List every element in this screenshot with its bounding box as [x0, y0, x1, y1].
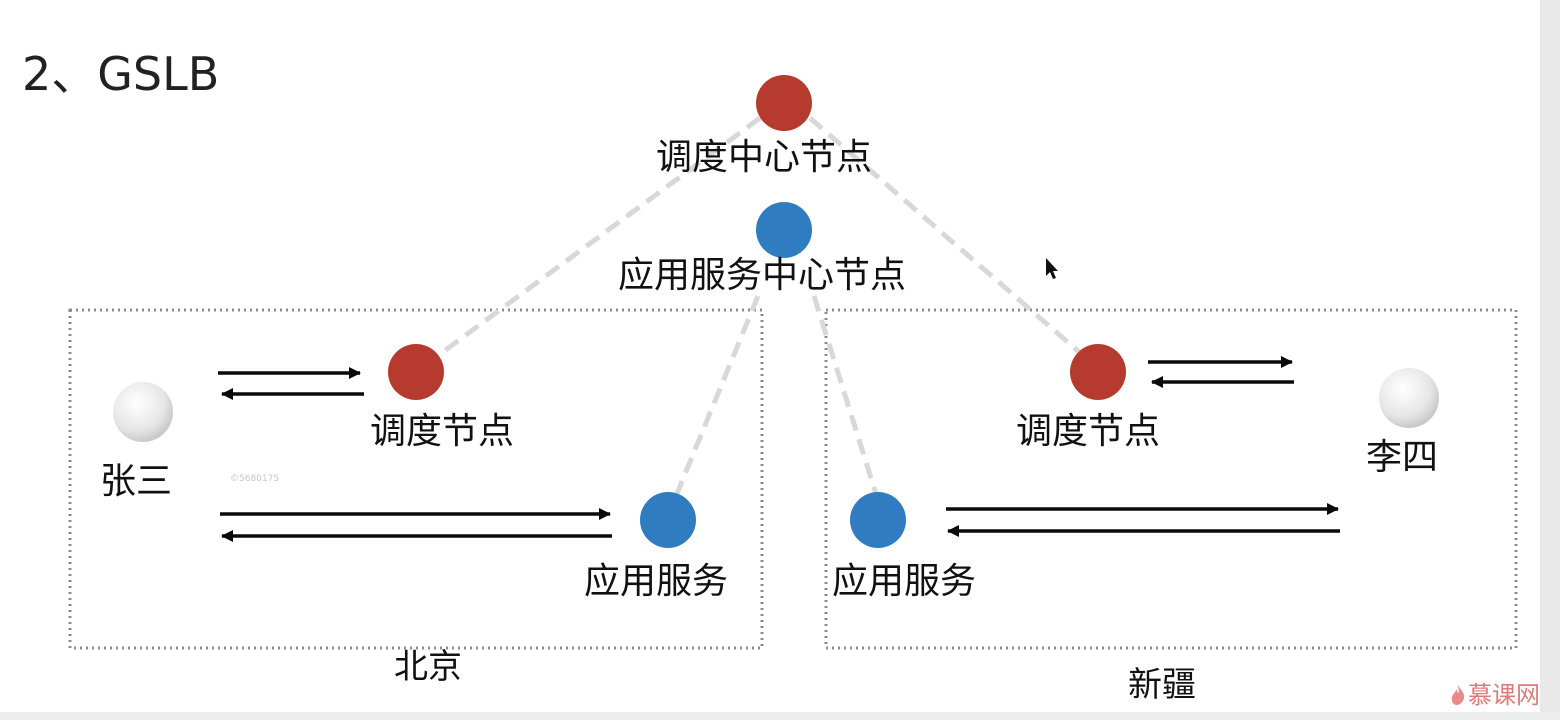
user-lisi-label: 李四	[1366, 437, 1439, 478]
brand-watermark: 慕课网	[1450, 680, 1540, 710]
bj-scheduler-label: 调度节点	[370, 411, 515, 452]
xj-scheduler-node	[1070, 344, 1126, 400]
center-links	[430, 115, 1088, 497]
brand-name: 慕课网	[1468, 681, 1540, 709]
right-gutter	[1540, 0, 1560, 720]
flame-icon	[1451, 685, 1465, 705]
link-central-scheduler-xj-scheduler	[808, 116, 1088, 360]
bj-scheduler-node	[388, 344, 444, 400]
slide-title: 2、GSLB	[22, 47, 220, 101]
gslb-diagram	[68, 75, 1518, 650]
central-app-node	[756, 202, 812, 258]
xj-app-node	[850, 492, 906, 548]
xj-scheduler-label: 调度节点	[1016, 411, 1161, 452]
central-scheduler-label: 调度中心节点	[656, 137, 873, 178]
link-central-scheduler-bj-scheduler	[430, 115, 762, 363]
link-central-app-bj-app	[673, 295, 761, 497]
watermark-id: ©5680175	[230, 474, 280, 484]
region-box-xinjiang	[824, 308, 1518, 650]
region-label-xinjiang: 新疆	[1128, 665, 1196, 705]
user-lisi-node	[1379, 368, 1439, 428]
user-zhangsan-label: 张三	[100, 461, 173, 502]
xj-app-label: 应用服务	[832, 561, 977, 602]
region-label-beijing: 北京	[394, 647, 462, 687]
bj-app-label: 应用服务	[584, 561, 729, 602]
link-central-app-xj-app	[811, 295, 879, 495]
request-arrows	[218, 356, 1340, 542]
bj-app-node	[640, 492, 696, 548]
user-zhangsan-node	[113, 382, 173, 442]
central-app-label: 应用服务中心节点	[618, 255, 907, 296]
bottom-gutter	[0, 712, 1560, 720]
mouse-pointer-icon	[1046, 258, 1058, 279]
central-scheduler-node	[756, 75, 812, 131]
region-box-beijing	[68, 308, 764, 650]
